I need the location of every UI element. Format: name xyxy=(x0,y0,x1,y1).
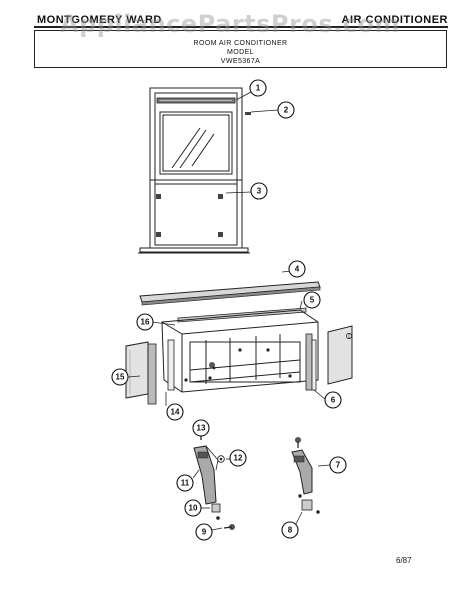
callout-1-label: 1 xyxy=(256,84,261,93)
callout-16: 16 xyxy=(136,313,154,331)
cabinet-rivets xyxy=(184,348,292,382)
callout-12-label: 12 xyxy=(234,454,243,463)
callout-6: 6 xyxy=(324,391,342,409)
title-line-product: ROOM AIR CONDITIONER xyxy=(193,40,288,47)
callout-9: 9 xyxy=(195,523,213,541)
cabinet-sleeve xyxy=(161,309,319,393)
callout-2: 2 xyxy=(277,101,295,119)
callout-15-label: 15 xyxy=(116,373,125,382)
revision-date: 6/87 xyxy=(396,556,412,565)
right-side-channel xyxy=(305,333,317,391)
title-box: ROOM AIR CONDITIONER MODEL VWE5367A xyxy=(34,30,447,68)
callout-5-label: 5 xyxy=(310,296,315,305)
left-support-leg xyxy=(193,445,219,505)
callout-7: 7 xyxy=(329,456,347,474)
callout-2-label: 2 xyxy=(284,106,289,115)
left-side-channel xyxy=(147,339,175,405)
right-leg-clip xyxy=(298,494,320,514)
callout-12: 12 xyxy=(229,449,247,467)
callout-3-label: 3 xyxy=(257,187,262,196)
callout-8: 8 xyxy=(281,521,299,539)
callout-10-label: 10 xyxy=(189,504,198,513)
callout-14-label: 14 xyxy=(171,408,180,417)
left-leg-nut xyxy=(217,455,225,463)
category-header: AIR CONDITIONER xyxy=(341,14,448,26)
title-line-model-number: VWE5367A xyxy=(220,58,261,65)
top-seal-strip xyxy=(156,97,236,104)
header-rule xyxy=(34,26,448,28)
callout-14: 14 xyxy=(166,403,184,421)
right-side-panel xyxy=(327,325,353,385)
brand-header: MONTGOMERY WARD xyxy=(37,14,162,26)
right-leg-screw xyxy=(295,437,301,448)
callout-16-label: 16 xyxy=(141,318,150,327)
callout-7-label: 7 xyxy=(336,461,341,470)
callout-11: 11 xyxy=(176,474,194,492)
callout-5: 5 xyxy=(303,291,321,309)
callout-13-label: 13 xyxy=(197,424,206,433)
callout-8-label: 8 xyxy=(288,526,293,535)
left-leg-bolt xyxy=(223,524,235,530)
callout-1: 1 xyxy=(249,79,267,97)
top-rail xyxy=(139,281,321,306)
callout-15: 15 xyxy=(111,368,129,386)
window-clips xyxy=(156,112,251,237)
left-side-panel xyxy=(125,341,149,399)
title-line-model-label: MODEL xyxy=(227,49,254,56)
callout-3: 3 xyxy=(250,182,268,200)
callout-10: 10 xyxy=(184,499,202,517)
window-frame xyxy=(138,87,250,254)
callout-11-label: 11 xyxy=(181,479,190,488)
left-leg-clip xyxy=(211,503,221,520)
callout-9-label: 9 xyxy=(202,528,207,537)
callout-4-label: 4 xyxy=(295,265,300,274)
callout-13: 13 xyxy=(192,419,210,437)
callout-4: 4 xyxy=(288,260,306,278)
callout-6-label: 6 xyxy=(331,396,336,405)
right-support-leg xyxy=(291,449,313,495)
watermark: AppliancePartsPros.com xyxy=(60,10,400,38)
